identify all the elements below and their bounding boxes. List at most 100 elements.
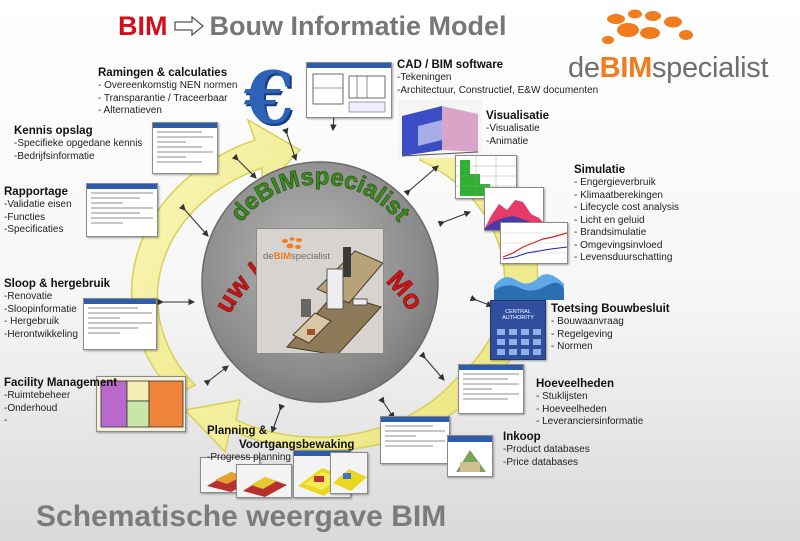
list-item: -Visualisatie [486,123,540,134]
logo-suffix: specialist [651,52,769,84]
block-planning: Planning & Voortgangsbewaking -Progress … [207,424,354,465]
building-logo-prefix: de [263,251,274,262]
wave-simulation-icon [494,274,564,300]
cad-drawing-icon [312,73,386,113]
arrow-facility [203,365,229,386]
building-windows-icon [497,329,541,355]
list-item: -Progress planning [207,452,291,463]
list-item: - Licht en geluid [574,214,645,226]
toetsing-list: - Bouwaanvraag - Regelgeving - Normen [551,316,670,354]
3d-room-icon [401,106,479,157]
euro-icon: € [244,55,295,140]
list-item: -Functies [4,211,46,223]
building-logo-middle: BIM [273,251,291,262]
cad-software-screenshot [306,62,392,118]
arrow-ramingen [282,127,298,162]
sloop-screenshot [83,298,157,350]
logo-middle: BIM [599,52,653,84]
simulatie-chart-wave [494,264,564,300]
hoeveelheden-list: - Stuklijsten - Hoeveelheden - Leveranci… [536,391,643,429]
inkoop-title: Inkoop [503,431,541,443]
arrow-hoeveelheden [418,351,445,381]
simulatie-list: - Engergieverbruik - Klimaatberekingen -… [574,177,679,265]
list-item: - Engergieverbruik [574,177,656,188]
hoeveelheden-screenshot [458,364,524,414]
cad-list: -Tekeningen -Architectuur, Constructief,… [397,72,598,97]
list-item: - Hergebruik [4,316,60,327]
inkoop-list: -Product databases -Price databases [503,444,590,469]
list-item: -Validatie eisen [4,199,72,210]
list-item: -Renovatie [4,291,53,302]
list-item: -Product databases [503,444,590,455]
building-floorplan-icon [286,247,383,353]
block-toetsing: Toetsing Bouwbesluit - Bouwaanvraag - Re… [551,302,670,354]
planning-title-line1: Planning & [207,425,268,437]
simulatie-chart-line [500,222,568,264]
list-item: - Regelgeving [551,328,613,340]
company-logo: deBIMspecialist [568,6,783,84]
list-item: - Bouwaanvraag [551,316,624,327]
arrow-visualisatie [403,165,439,197]
list-item: -Architectuur, Constructief, E&W documen… [397,84,599,96]
line-graph-icon [501,232,567,260]
arrow-kennis [231,153,257,179]
building-logo-dots-icon [282,237,302,249]
logo-prefix: de [568,52,600,84]
central-authority-label: CENTRAL AUTHORITY [502,309,534,321]
building-logo-text: deBIMspecialist [263,251,330,262]
simulatie-title: Simulatie [574,164,626,176]
toetsing-title: Toetsing Bouwbesluit [551,303,670,315]
header-bim: BIM [118,10,168,41]
arrow-rapportage [178,203,209,237]
arrow-planning [270,403,285,434]
kennis-list: -Specifieke opgedane kennis -Bedrijfsinf… [14,138,142,163]
list-item: - Hoeveelheden [536,403,607,415]
list-item: - Leveranciersinformatie [536,416,644,427]
right-arrow-icon [173,16,204,36]
block-rapportage: Rapportage -Validatie eisen -Functies -S… [4,185,72,237]
inkoop-screenshot-1 [380,416,450,464]
list-item: -Sloopinformatie [4,303,77,315]
inkoop-screenshot-2 [447,435,493,477]
planning-title-line2: Voortgangsbewaking [239,439,355,451]
arrow-inkoop [378,396,395,419]
visualisatie-list: -Visualisatie -Animatie [486,123,549,148]
header-title: Bouw Informatie Model [209,10,507,41]
planning-model-icon-4 [333,469,367,491]
visualisatie-title: Visualisatie [486,110,550,122]
list-item: -Specificaties [4,224,64,235]
list-item: -Herontwikkeling [4,328,78,340]
arrow-simulatie [437,210,472,228]
block-hoeveelheden: Hoeveelheden - Stuklijsten - Hoeveelhede… [536,377,643,429]
sloop-list: -Renovatie -Sloopinformatie - Hergebruik… [4,291,110,341]
planning-list: -Progress planning [207,452,354,465]
product-image-icon [448,436,492,472]
page-footer-title: Schematische weergave BIM [36,500,447,533]
list-item: - Stuklijsten [536,391,588,402]
block-sloop: Sloop & hergebruik -Renovatie -Sloopinfo… [4,277,110,341]
arrow-toetsing [469,294,494,308]
block-kennis: Kennis opslag -Specifieke opgedane kenni… [14,124,142,163]
list-item: -Onderhoud [4,402,58,414]
visualisatie-image [398,100,482,158]
ramingen-title: Ramingen & calculaties [98,67,228,79]
block-cad: CAD / BIM software -Tekeningen -Architec… [397,58,598,97]
page-header: BIM Bouw Informatie Model [118,10,507,42]
planning-model-icon-2 [243,477,287,497]
list-item: -Bedrijfsinformatie [14,150,95,162]
list-item: - Brandsimulatie [574,227,647,238]
building-logo-suffix: specialist [291,251,331,262]
rapportage-list: -Validatie eisen -Functies -Specificatie… [4,199,72,237]
ramingen-list: - Overeenkomstig NEN normen - Transparan… [98,80,238,118]
list-item: - Normen [551,341,593,352]
list-item: - Levensduurschatting [574,252,673,263]
rapportage-title: Rapportage [4,186,68,198]
logo-wordmark: deBIMspecialist [568,52,769,85]
list-item: -Animatie [486,135,529,147]
planning-screenshot-2 [236,464,292,498]
building-model-image: deBIMspecialist [256,228,384,354]
logo-dots-icon [602,9,693,44]
list-item: - Alternatieven [98,105,162,116]
kennis-title: Kennis opslag [14,125,93,137]
central-authority-building: CENTRAL AUTHORITY [490,300,546,360]
